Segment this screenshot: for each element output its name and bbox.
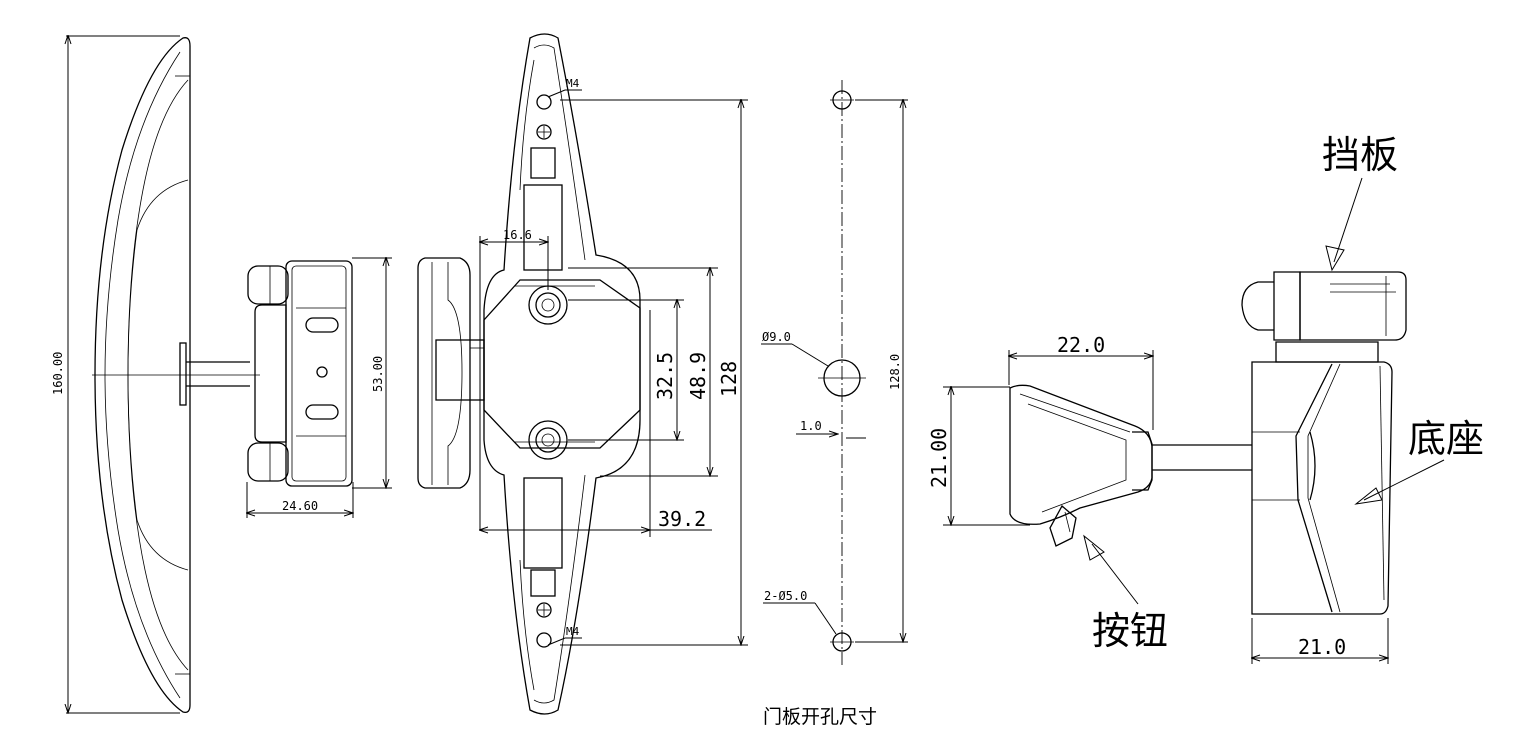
dim-base-width-side-text: 21.0 bbox=[1298, 635, 1346, 659]
dim-offset-16: 16.6 bbox=[480, 228, 548, 530]
dim-cutout-spacing-text: 128.0 bbox=[888, 354, 902, 390]
dim-mount-holes-text: 2-Ø5.0 bbox=[764, 589, 807, 603]
label-baffle: 挡板 bbox=[1322, 133, 1398, 177]
dim-button-height-text: 21.00 bbox=[927, 428, 951, 488]
dim-mount-holes: 2-Ø5.0 bbox=[763, 589, 837, 635]
label-base: 底座 bbox=[1408, 417, 1484, 461]
dim-thread-bottom-text: M4 bbox=[566, 625, 580, 638]
dim-base-width: 24.60 bbox=[247, 482, 353, 518]
side-view-handle bbox=[92, 37, 260, 713]
leader-button: 按钮 bbox=[1083, 534, 1168, 653]
dim-hole-spacing-text: 32.5 bbox=[653, 352, 677, 400]
dim-hole-spacing: 32.5 bbox=[568, 300, 684, 440]
cutout-title: 门板开孔尺寸 bbox=[763, 706, 877, 728]
base-block-view bbox=[247, 260, 353, 487]
dim-cutout-diameter-text: Ø9.0 bbox=[762, 330, 791, 344]
dim-button-width-text: 22.0 bbox=[1057, 333, 1105, 357]
leader-base: 底座 bbox=[1354, 417, 1484, 505]
dim-thread-top: M4 bbox=[547, 77, 582, 98]
dim-body-height: 48.9 bbox=[568, 268, 718, 476]
dim-total-length: 160.00 bbox=[51, 36, 180, 713]
dim-cutout-offset: 1.0 bbox=[796, 419, 838, 434]
dim-button-width: 22.0 bbox=[1009, 333, 1153, 430]
dim-button-height: 21.00 bbox=[927, 387, 1030, 525]
dim-cutout-spacing: 128.0 bbox=[855, 100, 908, 642]
iso-view-latch bbox=[1009, 271, 1407, 615]
dim-base-width-side: 21.0 bbox=[1252, 618, 1388, 664]
dim-offset-16-text: 16.6 bbox=[503, 228, 532, 242]
dim-base-width-text: 24.60 bbox=[282, 499, 318, 513]
dim-body-height-text: 48.9 bbox=[686, 352, 710, 400]
dim-body-width: 39.2 bbox=[480, 310, 712, 537]
dim-mount-spacing-text: 128 bbox=[717, 361, 741, 397]
leader-baffle: 挡板 bbox=[1322, 133, 1398, 272]
dim-base-height-text: 53.00 bbox=[371, 356, 385, 392]
dim-base-height: 53.00 bbox=[352, 258, 392, 488]
dim-cutout-diameter: Ø9.0 bbox=[761, 330, 829, 367]
dim-body-width-text: 39.2 bbox=[658, 507, 706, 531]
door-cutout-view bbox=[818, 80, 866, 665]
dim-cutout-offset-text: 1.0 bbox=[800, 419, 822, 433]
dim-thread-top-text: M4 bbox=[566, 77, 580, 90]
dim-total-length-text: 160.00 bbox=[51, 352, 65, 395]
label-button: 按钮 bbox=[1092, 609, 1168, 653]
front-view-latch bbox=[417, 33, 641, 715]
dim-thread-bottom: M4 bbox=[547, 625, 582, 646]
dim-mount-spacing: 128 bbox=[560, 100, 748, 645]
